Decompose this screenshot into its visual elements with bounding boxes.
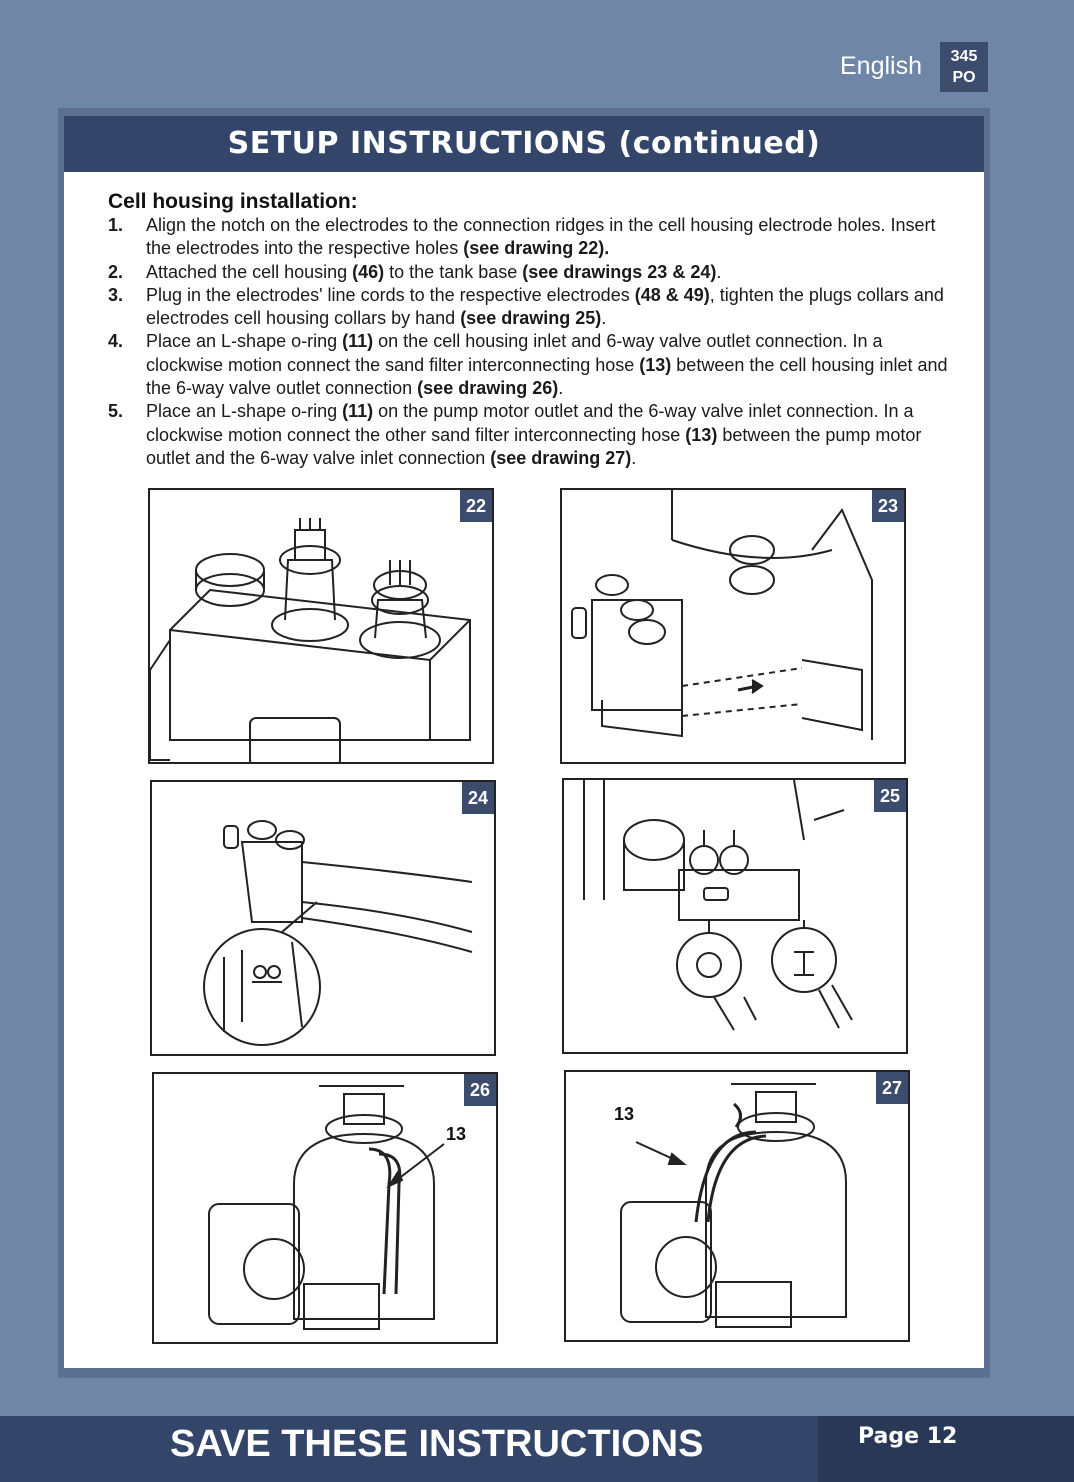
step-number: 5.: [108, 401, 124, 422]
section-heading: Cell housing installation:: [108, 190, 358, 213]
electrode-plugs-illustration: [583, 780, 853, 1031]
model-code-line1: 345: [950, 48, 978, 65]
hose-valve-inlet-illustration: [620, 1083, 847, 1328]
step-text: between the cell housing inlet and the 6…: [146, 354, 948, 399]
step-text: .: [716, 261, 722, 282]
step-ref: (see drawing 26): [417, 378, 559, 399]
drawing-number-badge: 22: [460, 490, 492, 522]
step-text: to the tank base: [384, 261, 523, 282]
step-ref: (see drawings 23 & 24): [522, 261, 717, 282]
drawing-number-badge: 25: [874, 780, 906, 812]
drawing-26: 26 13: [152, 1072, 498, 1344]
hose-valve-outlet-illustration: [208, 1085, 445, 1330]
step-text: on the cell housing inlet and 6-way valv…: [146, 331, 883, 375]
drawing-22: 22: [148, 488, 494, 764]
step-text: Place an L-shape o-ring: [146, 331, 343, 352]
step-number: 1.: [108, 215, 124, 235]
step-text: Align the notch on the electrodes to the…: [146, 215, 936, 259]
step-text: .: [631, 447, 637, 468]
drawing-25: 25: [562, 778, 908, 1054]
page-number: Page 12: [858, 1424, 958, 1449]
electrodes-cell-housing-illustration: [150, 518, 471, 762]
step-4: 4. Place an L-shape o-ring (11) on the c…: [108, 330, 948, 400]
step-1: 1. Align the notch on the electrodes to …: [108, 214, 948, 261]
model-code-badge: 345 PO: [940, 42, 988, 92]
step-number: 3.: [108, 284, 124, 305]
step-ref: (11): [342, 331, 374, 352]
cell-housing-attached-illustration: [203, 820, 473, 1046]
step-ref: (see drawing 25): [460, 308, 602, 329]
step-ref: (46): [352, 261, 385, 282]
drawing-24: 24: [150, 780, 496, 1056]
drawing-number-badge: 24: [462, 782, 494, 814]
step-text: Attached the cell housing: [146, 261, 353, 282]
step-number: 4.: [108, 331, 124, 352]
model-code-line2: PO: [952, 69, 976, 86]
step-ref: (see drawing 22).: [463, 238, 610, 259]
step-ref: (48 & 49): [634, 284, 710, 305]
language-label: English: [840, 52, 922, 80]
page-title: SETUP INSTRUCTIONS (continued): [64, 116, 984, 172]
step-2: 2. Attached the cell housing (46) to the…: [108, 261, 948, 284]
hose-callout: 13: [446, 1124, 467, 1144]
hose-callout: 13: [614, 1104, 635, 1124]
step-3: 3. Plug in the electrodes' line cords to…: [108, 284, 948, 331]
step-text: between the pump motor outlet and the 6-…: [146, 424, 922, 468]
step-ref: (13): [639, 354, 672, 375]
drawing-23: 23: [560, 488, 906, 764]
step-number: 2.: [108, 261, 124, 282]
step-ref: (11): [342, 401, 374, 422]
instruction-steps: 1. Align the notch on the electrodes to …: [108, 214, 948, 470]
drawing-number-badge: 27: [876, 1072, 908, 1104]
footer-page-box: [818, 1416, 1074, 1482]
step-text: , tighten the plugs collars and electrod…: [146, 284, 944, 329]
step-ref: (see drawing 27): [490, 447, 632, 468]
step-text: .: [601, 308, 607, 329]
step-text: Plug in the electrodes' line cords to th…: [146, 284, 635, 305]
step-5: 5. Place an L-shape o-ring (11) on the p…: [108, 400, 948, 470]
step-text: Place an L-shape o-ring: [146, 401, 343, 422]
drawing-number-badge: 26: [464, 1074, 496, 1106]
footer-title: SAVE THESE INSTRUCTIONS: [170, 1423, 704, 1465]
drawing-number-badge: 23: [872, 490, 904, 522]
step-text: .: [558, 378, 564, 399]
drawing-27: 27 13: [564, 1070, 910, 1342]
cell-housing-tank-base-illustration: [571, 490, 873, 740]
step-ref: (13): [685, 424, 718, 445]
step-text: on the pump motor outlet and the 6-way v…: [146, 401, 914, 445]
